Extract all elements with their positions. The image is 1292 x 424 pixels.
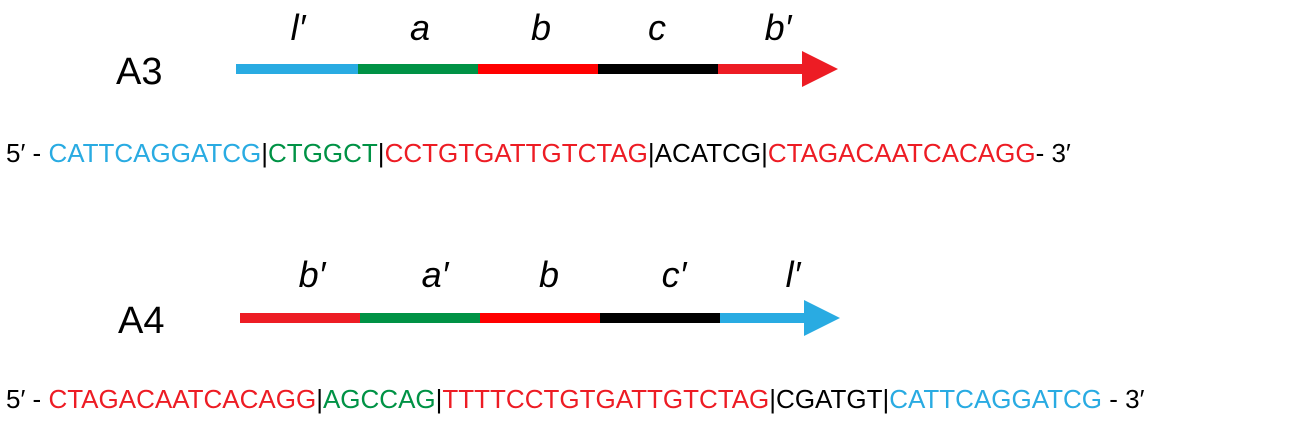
sequence-5prime-end: 5′ - xyxy=(6,384,48,414)
strand-a3: A3 l′ a b c b′ 5′ - CATTCAGGATCG|CTGGCT|… xyxy=(6,7,1071,168)
sequence-separator: | xyxy=(436,384,443,414)
strand-a3-segment-label-1: l′ xyxy=(291,7,307,48)
strand-a3-segment-3 xyxy=(478,64,598,74)
strand-a4-segment-label-1: b′ xyxy=(299,254,327,295)
strand-a4-segment-5 xyxy=(720,313,806,323)
strand-a4-segment-4 xyxy=(600,313,720,323)
strand-a4-segment-label-2: a′ xyxy=(422,254,450,295)
strand-a3-name: A3 xyxy=(116,51,162,93)
strand-a4-sequence: 5′ - CTAGACAATCACAGG|AGCCAG|TTTTCCTGTGAT… xyxy=(6,384,1145,414)
sequence-5prime-end: 5′ - xyxy=(6,138,48,168)
strand-a3-segment-2 xyxy=(358,64,478,74)
sequence-domain: CATTCAGGATCG xyxy=(48,138,261,168)
sequence-separator: | xyxy=(648,138,655,168)
strand-a4-segment-label-3: b xyxy=(539,254,559,295)
strand-a3-segment-4 xyxy=(598,64,718,74)
sequence-separator: | xyxy=(769,384,776,414)
strand-a4-segment-3 xyxy=(480,313,600,323)
strand-a3-sequence: 5′ - CATTCAGGATCG|CTGGCT|CCTGTGATTGTCTAG… xyxy=(6,138,1071,168)
sequence-separator: | xyxy=(378,138,385,168)
sequence-domain: CTAGACAATCACAGG xyxy=(48,384,316,414)
strand-a3-arrowhead xyxy=(802,51,838,87)
strand-a4-name: A4 xyxy=(118,300,164,342)
strand-a3-segment-label-5: b′ xyxy=(765,7,793,48)
strand-a4-arrowhead xyxy=(804,300,840,336)
strand-a4-segment-labels: b′ a′ b c′ l′ xyxy=(299,254,802,295)
sequence-domain: CGATGT xyxy=(776,384,883,414)
strand-a4-arrow xyxy=(240,300,840,336)
sequence-separator: | xyxy=(761,138,768,168)
strand-a3-segment-label-4: c xyxy=(648,7,666,48)
sequence-domain: CCTGTGATTGTCTAG xyxy=(385,138,648,168)
strand-a3-segment-5 xyxy=(718,64,804,74)
sequence-domain: CTAGACAATCACAGG xyxy=(768,138,1036,168)
sequence-separator: | xyxy=(316,384,323,414)
strand-a3-segment-label-2: a xyxy=(410,7,430,48)
sequence-3prime-end: - 3′ xyxy=(1102,384,1145,414)
sequence-separator: | xyxy=(261,138,268,168)
sequence-3prime-end: - 3′ xyxy=(1036,138,1071,168)
strand-a3-segment-1 xyxy=(236,64,358,74)
strand-a4-segment-1 xyxy=(240,313,360,323)
sequence-domain: TTTTCCTGTGATTGTCTAG xyxy=(442,384,769,414)
strand-a4: A4 b′ a′ b c′ l′ 5′ - CTAGACAATCACAGG|AG… xyxy=(6,254,1145,414)
sequence-domain: CTGGCT xyxy=(268,138,378,168)
strand-a3-segment-label-3: b xyxy=(531,7,551,48)
strand-a3-segment-labels: l′ a b c b′ xyxy=(291,7,793,48)
strand-a4-segment-2 xyxy=(360,313,480,323)
strand-a4-segment-label-4: c′ xyxy=(662,254,688,295)
strand-a4-segment-label-5: l′ xyxy=(786,254,802,295)
sequence-domain: CATTCAGGATCG xyxy=(889,384,1102,414)
sequence-separator: | xyxy=(882,384,889,414)
sequence-domain: AGCCAG xyxy=(323,384,436,414)
strand-a3-arrow xyxy=(236,51,838,87)
sequence-domain: ACATCG xyxy=(655,138,761,168)
